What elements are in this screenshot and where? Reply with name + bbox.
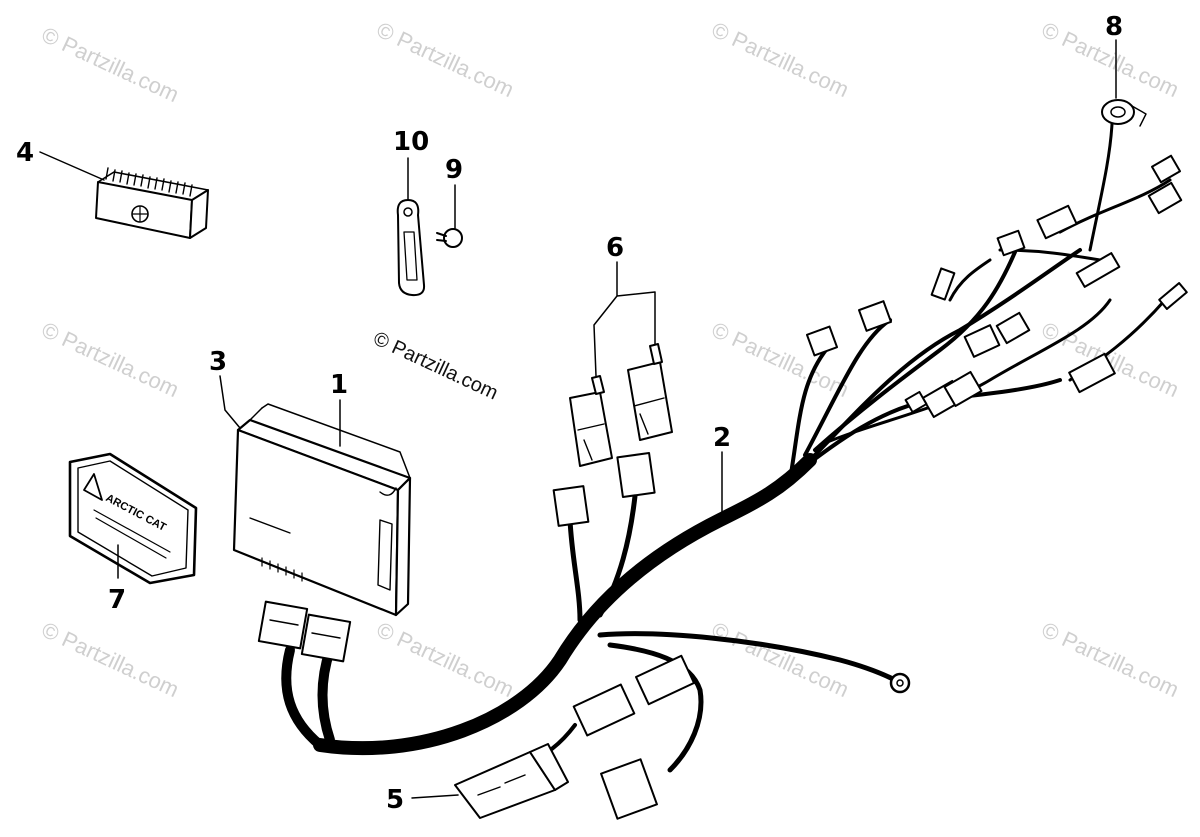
callout-numbers: 1 2 3 4 5 6 7 8 9 10 (16, 12, 1123, 815)
watermark: © Partzilla.com (1038, 317, 1183, 402)
part-9-bolt (436, 184, 463, 248)
watermark: © Partzilla.com (38, 617, 183, 702)
part-1-cdi-box (232, 399, 412, 617)
callout-9: 9 (445, 155, 463, 185)
watermark: © Partzilla.com (708, 17, 853, 102)
part-2-wiring-harness (257, 122, 1188, 820)
callout-2: 2 (713, 423, 731, 453)
callout-10: 10 (393, 127, 429, 157)
part-4-terminal-strip (39, 151, 209, 239)
callout-5: 5 (386, 785, 404, 815)
part-10-bracket (396, 157, 426, 297)
part-3-leader (219, 375, 241, 429)
watermark: © Partzilla.com (38, 317, 183, 402)
watermark: © Partzilla.com (38, 22, 183, 107)
callout-1: 1 (330, 370, 348, 400)
center-watermark: © Partzilla.com (370, 328, 501, 405)
callout-4: 4 (16, 138, 34, 168)
part-8-grommet (1101, 39, 1147, 127)
watermark: © Partzilla.com (373, 17, 518, 102)
callout-7: 7 (108, 585, 126, 615)
part-7-decal: ARCTIC CAT (68, 452, 198, 585)
watermark: © Partzilla.com (1038, 617, 1183, 702)
part-6-relays (569, 261, 673, 467)
callout-8: 8 (1105, 12, 1123, 42)
part-5-connector (411, 743, 569, 819)
watermark: © Partzilla.com (373, 617, 518, 702)
callout-6: 6 (606, 233, 624, 263)
callout-3: 3 (209, 347, 227, 377)
